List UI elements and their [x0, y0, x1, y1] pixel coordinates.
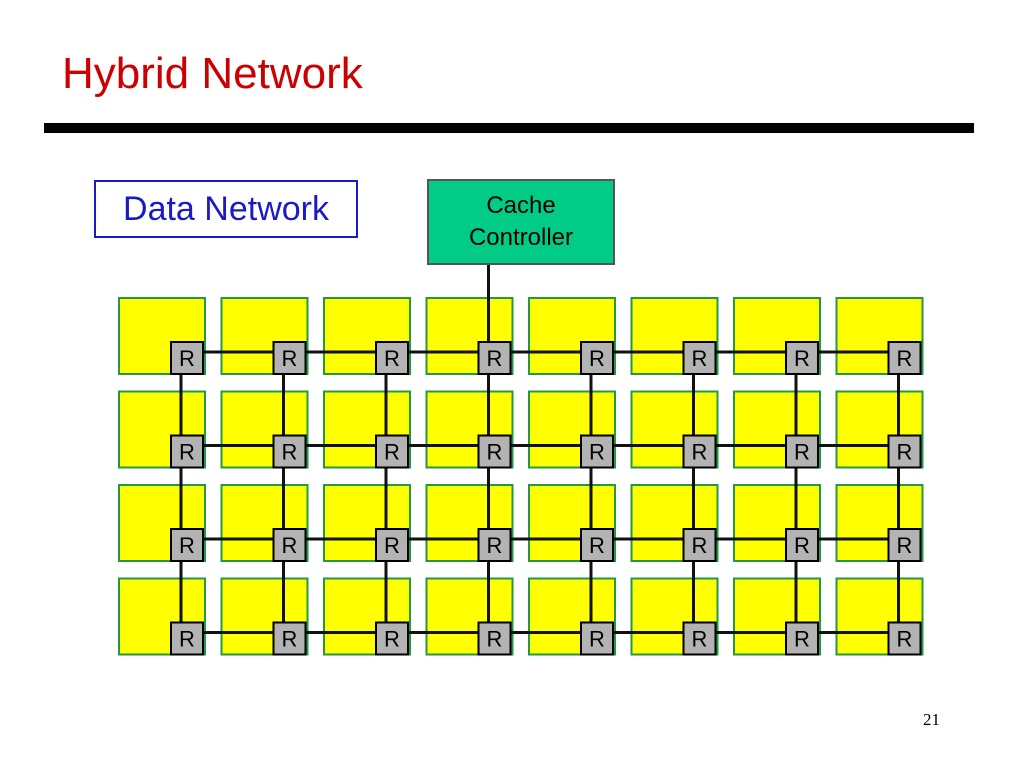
router-label: R — [282, 627, 298, 652]
cache-controller-line-1: Cache — [486, 192, 556, 219]
router-label: R — [794, 346, 810, 371]
router-box — [682, 528, 717, 562]
router-box — [785, 341, 819, 375]
slide-title: Hybrid Network — [62, 49, 363, 98]
router-label: R — [384, 346, 400, 371]
router-box — [272, 528, 307, 562]
router-label: R — [589, 627, 605, 652]
router-box — [375, 528, 409, 562]
router-box — [682, 621, 717, 656]
router-box — [682, 434, 717, 469]
router-label: R — [384, 440, 400, 465]
data-network-label: Data Network — [94, 180, 358, 238]
router-label: R — [282, 533, 298, 558]
router-box — [785, 621, 819, 656]
router-label: R — [179, 346, 195, 371]
router-box — [375, 621, 409, 656]
router-box — [887, 434, 922, 469]
router-label: R — [897, 627, 913, 652]
processor-tile — [528, 297, 616, 375]
cache-controller-box: Cache Controller — [427, 179, 615, 265]
router-label: R — [589, 346, 605, 371]
router-box — [785, 528, 819, 562]
router-label: R — [897, 533, 913, 558]
router-label: R — [794, 440, 810, 465]
router-box — [477, 434, 512, 469]
router-box — [170, 434, 204, 469]
title-rule — [44, 123, 974, 133]
router-label: R — [692, 440, 708, 465]
router-box — [580, 341, 614, 375]
router-box — [375, 434, 409, 469]
router-box — [580, 528, 614, 562]
router-box — [477, 528, 512, 562]
router-label: R — [384, 533, 400, 558]
router-label: R — [384, 627, 400, 652]
router-box — [785, 434, 819, 469]
processor-tile — [323, 484, 411, 562]
router-box — [887, 621, 922, 656]
router-box — [375, 341, 409, 375]
router-label: R — [692, 533, 708, 558]
router-label: R — [487, 346, 503, 371]
router-label: R — [897, 346, 913, 371]
router-box — [170, 528, 204, 562]
router-label: R — [179, 533, 195, 558]
router-box — [887, 528, 922, 562]
router-label: R — [692, 627, 708, 652]
router-label: R — [179, 627, 195, 652]
router-label: R — [794, 533, 810, 558]
router-label: R — [487, 440, 503, 465]
router-label: R — [897, 440, 913, 465]
router-label: R — [589, 440, 605, 465]
router-label: R — [487, 627, 503, 652]
router-box — [580, 434, 614, 469]
router-box — [272, 341, 307, 375]
router-box — [170, 341, 204, 375]
router-label: R — [282, 346, 298, 371]
router-box — [170, 621, 204, 656]
cache-controller-line-2: Controller — [468, 224, 574, 251]
router-box — [477, 621, 512, 656]
router-box — [272, 434, 307, 469]
router-label: R — [282, 440, 298, 465]
router-label: R — [487, 533, 503, 558]
router-label: R — [179, 440, 195, 465]
router-box — [682, 341, 717, 375]
page-number: 21 — [923, 710, 940, 729]
router-box — [580, 621, 614, 656]
router-label: R — [794, 627, 810, 652]
processor-tile — [528, 484, 616, 562]
router-label: R — [589, 533, 605, 558]
router-box — [477, 341, 512, 375]
router-label: R — [692, 346, 708, 371]
router-box — [272, 621, 307, 656]
router-box — [887, 341, 922, 375]
